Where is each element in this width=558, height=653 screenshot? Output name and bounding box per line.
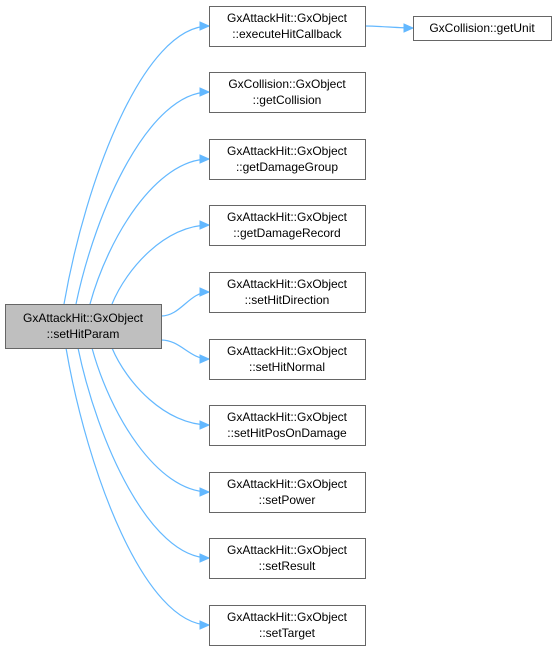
arrowhead-n11 [403,23,415,33]
arrowhead-n9 [199,553,211,563]
node-n8[interactable]: GxAttackHit::GxObject::setPower [209,472,366,513]
node-n11[interactable]: GxCollision::getUnit [413,16,552,41]
edge-root-to-n10 [65,347,210,626]
edge-root-to-n4 [111,224,210,305]
node-label-method: ::setPower [259,493,316,507]
node-box [209,538,366,579]
node-n6[interactable]: GxAttackHit::GxObject::setHitNormal [209,339,366,380]
node-n5[interactable]: GxAttackHit::GxObject::setHitDirection [209,272,366,313]
arrowhead-n5 [199,287,211,297]
node-label-class: GxAttackHit::GxObject [227,144,348,158]
node-label-class: GxAttackHit::GxObject [227,410,348,424]
arrowhead-n1 [199,21,211,31]
edge-root-to-n1 [63,25,210,305]
node-label-method: ::setResult [259,559,316,573]
arrowhead-n10 [199,620,211,630]
node-box [209,339,366,380]
edges-layer [63,21,415,630]
node-box [209,139,366,180]
node-label-method: ::getDamageGroup [236,160,338,174]
node-label-method: ::getCollision [253,93,322,107]
arrowhead-n7 [199,420,211,430]
node-box [209,472,366,513]
arrowhead-n6 [199,354,211,364]
node-box [209,405,366,446]
arrowhead-n3 [199,154,211,164]
node-box [209,205,366,246]
edge-root-to-n2 [75,91,210,305]
edge-root-to-n3 [89,158,210,305]
edge-root-to-n8 [91,347,210,493]
edge-root-to-n7 [111,347,210,426]
node-n9[interactable]: GxAttackHit::GxObject::setResult [209,538,366,579]
node-label-method: ::setHitNormal [249,360,325,374]
node-label-method: ::setHitParam [47,327,120,341]
node-label-class: GxAttackHit::GxObject [227,210,348,224]
arrowhead-n8 [199,487,211,497]
node-label-method: ::setTarget [259,626,316,640]
node-box [209,605,366,646]
node-n2[interactable]: GxCollision::GxObject::getCollision [209,72,366,113]
node-label-class: GxAttackHit::GxObject [227,543,348,557]
node-label-class: GxAttackHit::GxObject [227,277,348,291]
node-box [209,272,366,313]
node-label-class: GxCollision::GxObject [228,77,346,91]
node-label-class: GxAttackHit::GxObject [227,11,348,25]
node-box [209,72,366,113]
node-box [5,304,162,349]
node-label-class: GxAttackHit::GxObject [227,344,348,358]
node-n4[interactable]: GxAttackHit::GxObject::getDamageRecord [209,205,366,246]
node-box [209,6,366,47]
node-n10[interactable]: GxAttackHit::GxObject::setTarget [209,605,366,646]
node-label-method: ::executeHitCallback [232,27,342,41]
edge-root-to-n9 [77,347,210,559]
node-label-method: ::getDamageRecord [233,226,340,240]
node-label-class: GxAttackHit::GxObject [23,311,144,325]
arrowhead-n4 [199,220,211,230]
node-box [413,16,552,41]
node-label-class: GxAttackHit::GxObject [227,610,348,624]
node-label-class: GxAttackHit::GxObject [227,477,348,491]
node-label-method: ::setHitDirection [245,293,330,307]
node-label-method: ::setHitPosOnDamage [227,426,347,440]
node-label-class: GxCollision::getUnit [429,21,535,35]
arrowhead-n2 [199,87,211,97]
node-root-setHitParam[interactable]: GxAttackHit::GxObject::setHitParam [5,304,162,349]
node-n3[interactable]: GxAttackHit::GxObject::getDamageGroup [209,139,366,180]
nodes-layer: GxAttackHit::GxObject::setHitParamGxAtta… [5,6,552,646]
node-n1[interactable]: GxAttackHit::GxObject::executeHitCallbac… [209,6,366,47]
node-n7[interactable]: GxAttackHit::GxObject::setHitPosOnDamage [209,405,366,446]
